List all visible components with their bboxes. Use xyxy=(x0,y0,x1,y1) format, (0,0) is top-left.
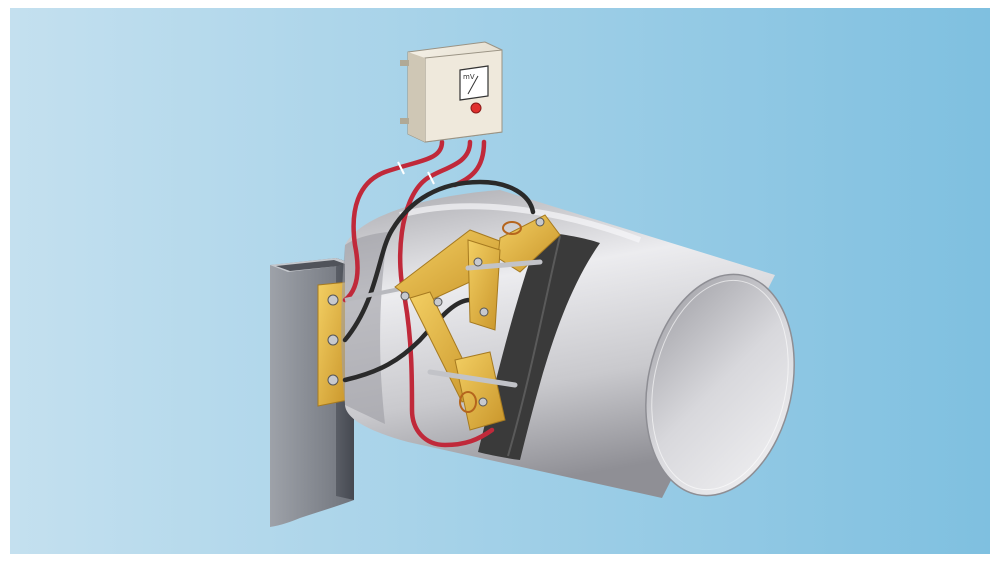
terminal-bolt xyxy=(327,334,339,346)
pipe-end xyxy=(645,273,795,497)
control-enclosure: mV xyxy=(400,41,503,143)
terminal-bolt xyxy=(327,294,339,306)
cable-tie xyxy=(397,161,405,175)
clamp-band xyxy=(478,232,600,460)
voltmeter-dial: mV xyxy=(459,65,489,101)
ground-terminal-plate xyxy=(317,281,349,407)
terminal-bolt xyxy=(327,374,339,386)
cable-tie xyxy=(427,171,435,185)
indicator-light xyxy=(470,102,482,114)
meter-label: mV xyxy=(463,73,475,81)
welding-head xyxy=(344,214,561,431)
